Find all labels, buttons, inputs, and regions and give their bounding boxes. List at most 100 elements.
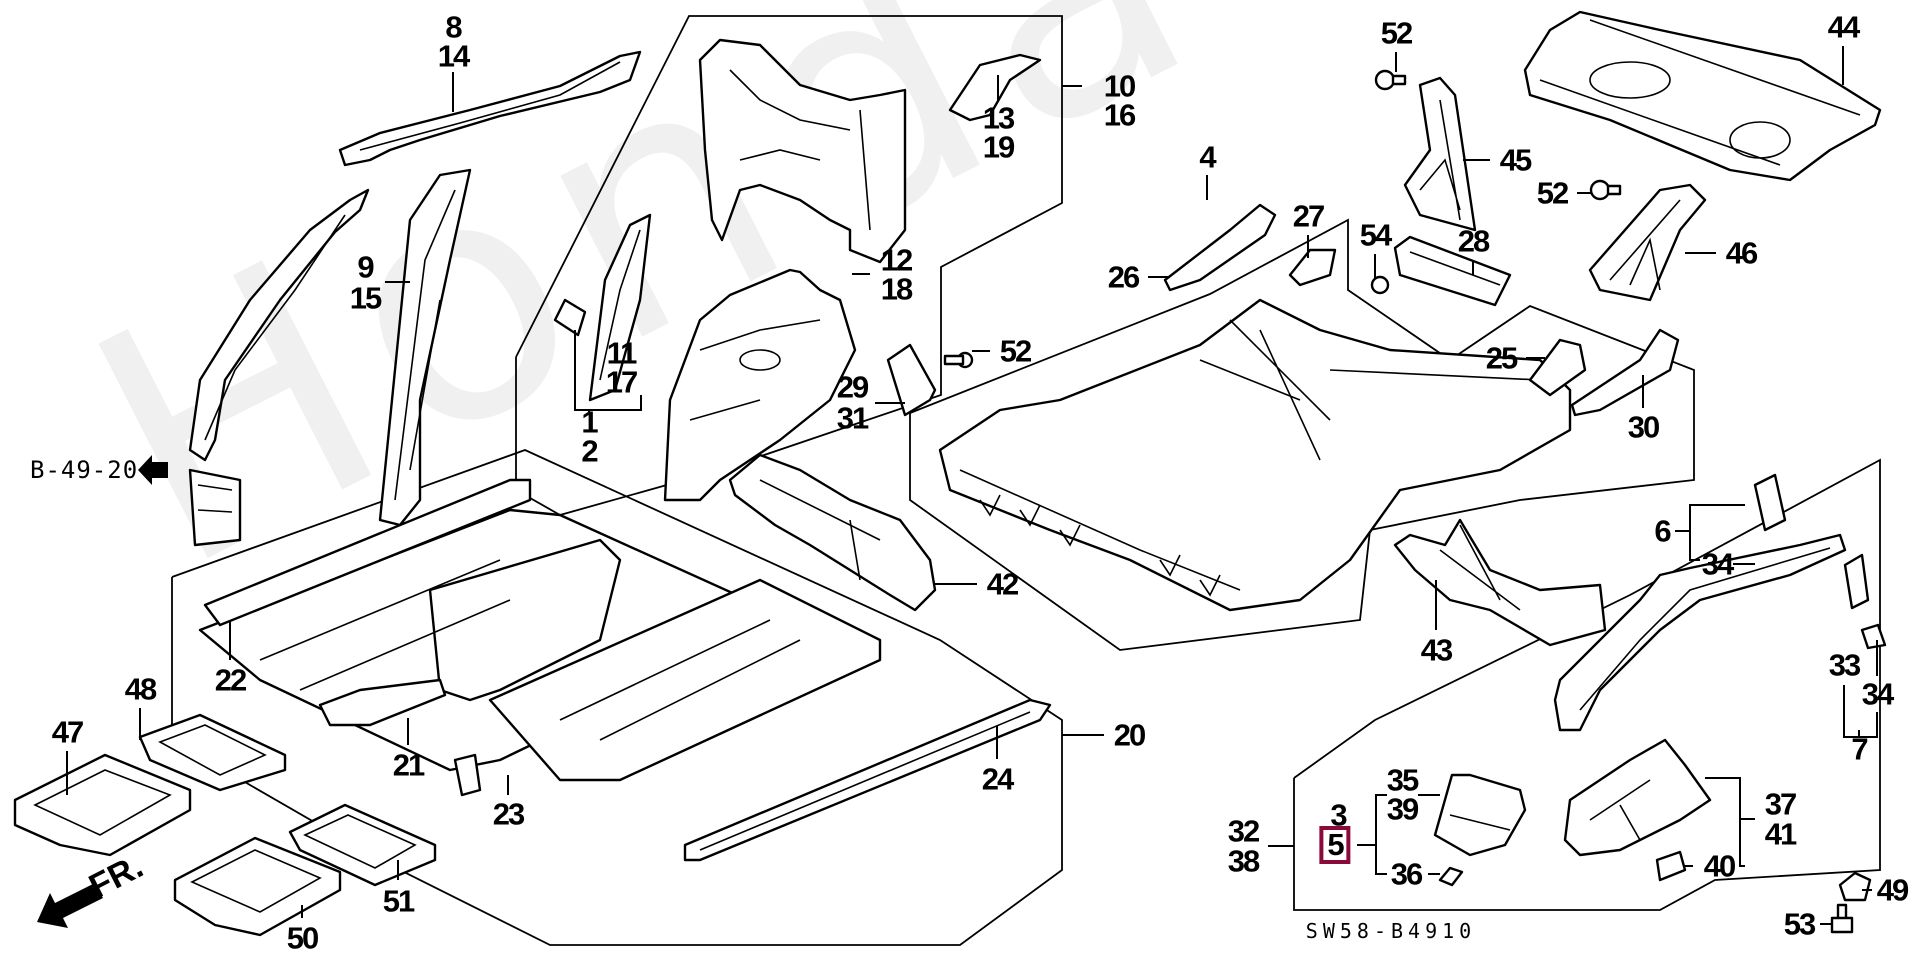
callout-38[interactable]: 38 [1227,843,1261,879]
callout-8[interactable]: 8 [445,9,462,45]
callout-18[interactable]: 18 [880,271,914,307]
callout-12[interactable]: 12 [880,242,914,278]
callout-35[interactable]: 35 [1386,762,1420,798]
part-bracket-33[interactable] [1843,553,1887,650]
callout-54[interactable]: 54 [1359,217,1393,253]
callout-33[interactable]: 33 [1828,647,1862,683]
part-brace-46[interactable] [1588,183,1707,302]
callout-22[interactable]: 22 [214,662,248,698]
callout-6[interactable]: 6 [1654,513,1671,549]
callout-1[interactable]: 1 [581,404,598,440]
part-member-21[interactable] [318,678,447,727]
callout-20[interactable]: 20 [1113,717,1147,753]
callout-52-mid[interactable]: 52 [1536,175,1570,211]
part-roof-rail[interactable] [338,50,642,167]
part-bracket-25[interactable] [1528,338,1587,397]
callout-21[interactable]: 21 [392,747,426,783]
callout-52-top[interactable]: 52 [1380,15,1414,51]
callout-37[interactable]: 37 [1764,786,1798,822]
part-bolt-53[interactable] [1830,903,1854,934]
callout-44[interactable]: 44 [1827,9,1861,45]
part-sill-22[interactable] [203,478,532,627]
group-boundaries [171,15,1881,946]
callout-34-upper[interactable]: 34 [1701,546,1735,582]
part-front-floor[interactable] [198,508,882,782]
callout-52-center[interactable]: 52 [999,333,1033,369]
callout-19[interactable]: 19 [982,129,1016,165]
part-bracket-29[interactable] [886,343,937,417]
part-rail-30[interactable] [1570,328,1680,417]
callout-53[interactable]: 53 [1783,906,1817,942]
callout-45[interactable]: 45 [1499,142,1533,178]
part-bracket-23[interactable] [453,753,482,797]
callout-23[interactable]: 23 [492,796,526,832]
part-rear-frame[interactable] [1553,533,1847,732]
callout-34-lower[interactable]: 34 [1861,676,1895,712]
callout-4[interactable]: 4 [1199,139,1216,175]
part-crossmember-42[interactable] [728,453,937,612]
part-wheelhouse-inner[interactable] [663,268,857,502]
callout-51[interactable]: 51 [382,883,416,919]
callout-10[interactable]: 10 [1103,68,1137,104]
callout-30[interactable]: 30 [1627,409,1661,445]
part-front-pillar[interactable] [188,188,370,547]
part-mat-47[interactable] [13,753,192,857]
callout-24[interactable]: 24 [981,761,1015,797]
callout-15[interactable]: 15 [349,280,383,316]
callout-2[interactable]: 2 [581,433,598,469]
part-inner-bracket[interactable] [553,213,652,402]
callout-26[interactable]: 26 [1107,259,1141,295]
callout-3[interactable]: 3 [1330,797,1347,833]
part-panel-35[interactable] [1433,773,1527,857]
callout-36[interactable]: 36 [1390,856,1424,892]
callout-11[interactable]: 11 [606,335,638,371]
part-mat-50[interactable] [173,836,342,937]
group-boundary-1-2 [515,15,1063,516]
callout-16[interactable]: 16 [1103,97,1137,133]
callout-14[interactable]: 14 [437,38,471,74]
callout-25[interactable]: 25 [1485,340,1519,376]
cross-reference-label[interactable]: B-49-20 [30,456,139,484]
part-center-pillar[interactable] [378,168,472,527]
callout-47[interactable]: 47 [51,714,85,750]
part-bracket-13[interactable] [948,53,1042,122]
callout-7[interactable]: 7 [1851,731,1868,767]
callout-48[interactable]: 48 [124,671,158,707]
part-bolt-52-top[interactable] [1374,69,1407,91]
callout-39[interactable]: 39 [1386,791,1420,827]
callout-27[interactable]: 27 [1292,198,1326,234]
callout-43[interactable]: 43 [1420,632,1454,668]
part-wheelhouse-upper[interactable] [698,38,907,264]
part-bolt-52-mid[interactable] [1589,179,1622,201]
callout-42[interactable]: 42 [986,566,1020,602]
callout-13[interactable]: 13 [982,100,1016,136]
part-rear-shelf[interactable] [1523,10,1882,182]
part-bracket-27[interactable] [1288,248,1337,287]
part-bracket-28[interactable] [1393,235,1512,307]
part-sill-24[interactable] [683,698,1052,862]
part-rail-26[interactable] [1163,203,1277,292]
part-clip-40[interactable] [1655,850,1687,882]
part-bolt-52-center[interactable] [943,351,974,369]
part-brace-45[interactable] [1403,76,1477,232]
part-member-43[interactable] [1393,518,1607,647]
callout-50[interactable]: 50 [286,920,320,956]
callout-46[interactable]: 46 [1725,235,1759,271]
callout-40[interactable]: 40 [1703,848,1737,884]
callout-41[interactable]: 41 [1764,816,1798,852]
callout-31[interactable]: 31 [836,400,870,436]
part-rear-floor[interactable] [938,298,1572,612]
part-member-37[interactable] [1563,738,1712,857]
callout-5-selected[interactable]: 5 [1319,826,1351,864]
part-clip-49[interactable] [1838,871,1872,902]
part-nut-54[interactable] [1370,275,1390,295]
part-mat-48[interactable] [138,713,287,792]
callout-49[interactable]: 49 [1876,872,1910,908]
part-clip-36[interactable] [1438,866,1464,887]
callout-28[interactable]: 28 [1457,223,1491,259]
callout-29[interactable]: 29 [836,369,870,405]
diagram-reference-code: SW58-B4910 [1305,919,1477,943]
callout-32[interactable]: 32 [1227,813,1261,849]
callout-17[interactable]: 17 [605,364,639,400]
callout-9[interactable]: 9 [357,249,374,285]
